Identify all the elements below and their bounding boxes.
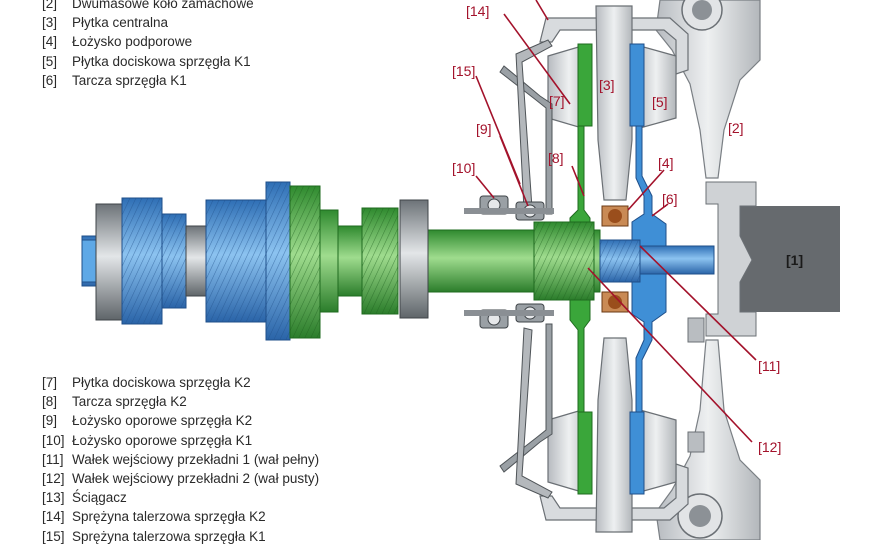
diaphragm-spring-k2-bottom (499, 323, 553, 473)
legend-top: [2] Dwumasowe koło zamachowe [3] Płytka ce… (42, 0, 254, 90)
callout-10: [10] (452, 160, 475, 176)
legend-number: [8] (42, 394, 58, 410)
legend-item: [10] Łożysko oporowe sprzęgła K1 (42, 431, 319, 450)
legend-item: [7] Płytka dociskowa sprzęgła K2 (42, 373, 319, 392)
callout-9: [9] (476, 121, 492, 137)
legend-text: Tarcza sprzęgła K2 (72, 394, 187, 410)
central-plate-top (595, 5, 633, 201)
legend-item: [5] Płytka dociskowa sprzęgła K1 (42, 52, 254, 71)
release-guide-bottom (464, 310, 554, 316)
release-guide-top (464, 208, 554, 214)
callout-4: [4] (658, 155, 674, 171)
legend-number: [6] (42, 72, 58, 88)
legend-text: Płytka centralna (72, 15, 169, 31)
legend-number: [4] (42, 34, 58, 50)
bolt-hole-top-inner (692, 0, 712, 20)
green-shaft-mid (337, 225, 363, 297)
gear-green-1-teeth (290, 186, 320, 338)
callout-8: [8] (548, 150, 564, 166)
callout-11: [11] (758, 358, 780, 374)
engine-block (724, 206, 840, 312)
legend-item: [3] Płytka centralna (42, 13, 254, 32)
legend-number: [9] (42, 413, 58, 429)
gear-green-2 (319, 209, 339, 313)
hollow-shaft-splines-texture (534, 222, 594, 300)
legend-number: [10] (42, 432, 65, 448)
legend-number: [5] (42, 53, 58, 69)
legend-number: [11] (42, 451, 64, 467)
legend-item: [12] Wałek wejściowy przekładni 2 (wał pu… (42, 469, 319, 488)
support-bearing-top-ball (608, 209, 622, 223)
gear-steel-right (399, 199, 429, 319)
callout-15: [15] (452, 63, 475, 79)
gear-gray-hub (185, 225, 207, 297)
solid-input-shaft-tip (639, 245, 715, 275)
crankshaft-flange (705, 181, 757, 337)
legend-text: Płytka dociskowa sprzęgła K1 (72, 53, 251, 69)
diaphragm-spring-k1-bottom (515, 327, 553, 499)
legend-text: Płytka dociskowa sprzęgła K2 (72, 375, 251, 390)
legend-item: [11] Wałek wejściowy przekładni 1 (wał pe… (42, 450, 319, 469)
legend-text: Łożysko podporowe (72, 34, 193, 50)
callout-7: [7] (549, 93, 565, 109)
flywheel-bolt-bottom (687, 431, 705, 453)
gear-blue-2-teeth (162, 214, 186, 308)
clutch-lining-k2-bottom (577, 411, 593, 495)
callout-14: [14] (466, 3, 489, 19)
legend-item: [6] Tarcza sprzęgła K1 (42, 71, 254, 90)
legend-item: [4] Łożysko podporowe (42, 32, 254, 51)
callout-2: [2] (728, 120, 744, 136)
gear-blue-1-teeth (122, 198, 162, 324)
legend-text: Ściągacz (72, 490, 127, 506)
flywheel-bolt-top (687, 317, 705, 343)
clutch-lining-k1-bottom (629, 411, 645, 495)
gear-blue-3-teeth (206, 200, 266, 322)
clutch-lining-k2-top (577, 43, 593, 127)
leader-lines (475, 0, 757, 443)
legend-text: Wałek wejściowy przekładni 2 (wał pusty) (72, 470, 320, 486)
callout-12: [12] (758, 439, 781, 455)
legend-number: [2] (42, 0, 58, 11)
support-bearing-bottom-ball (608, 295, 622, 309)
legend-item: [9] Łożysko oporowe sprzęgła K2 (42, 411, 319, 430)
legend-item: [13] Ściągacz (42, 488, 319, 507)
legend-text: Tarcza sprzęgła K1 (72, 72, 187, 88)
gear-green-3-teeth (362, 208, 398, 314)
legend-item: [14] Sprężyna talerzowa sprzęgła K2 (42, 507, 319, 526)
gear-blue-4-teeth (266, 182, 290, 340)
callout-6: [6] (662, 191, 678, 207)
legend-number: [14] (42, 509, 65, 525)
callout-1: [1] (786, 252, 803, 268)
legend-item: [8] Tarcza sprzęgła K2 (42, 392, 319, 411)
legend-text: Łożysko oporowe sprzęgła K1 (72, 432, 253, 448)
shaft-nose (81, 239, 97, 283)
legend-number: [13] (42, 490, 65, 506)
gear-steel-left (95, 203, 123, 321)
legend-number: [12] (42, 470, 65, 486)
callout-3: [3] (599, 77, 615, 93)
legend-text: Sprężyna talerzowa sprzęgła K2 (72, 509, 266, 525)
legend-text: Wałek wejściowy przekładni 1 (wał pełny) (72, 451, 320, 467)
legend-bottom: [7] Płytka dociskowa sprzęgła K2 [8] Tarcz… (42, 373, 319, 546)
legend-text: Dwumasowe koło zamachowe (72, 0, 254, 11)
clutch-lining-k1-top (629, 43, 645, 127)
bolt-hole-bottom-inner (689, 505, 711, 527)
callout-5: [5] (652, 94, 668, 110)
central-plate-bottom (595, 337, 633, 533)
legend-number: [3] (42, 15, 58, 31)
legend-text: Łożysko oporowe sprzęgła K2 (72, 413, 253, 429)
solid-input-shaft-splines (600, 240, 640, 282)
legend-number: [7] (42, 375, 58, 390)
legend-item: [2] Dwumasowe koło zamachowe (42, 0, 254, 13)
